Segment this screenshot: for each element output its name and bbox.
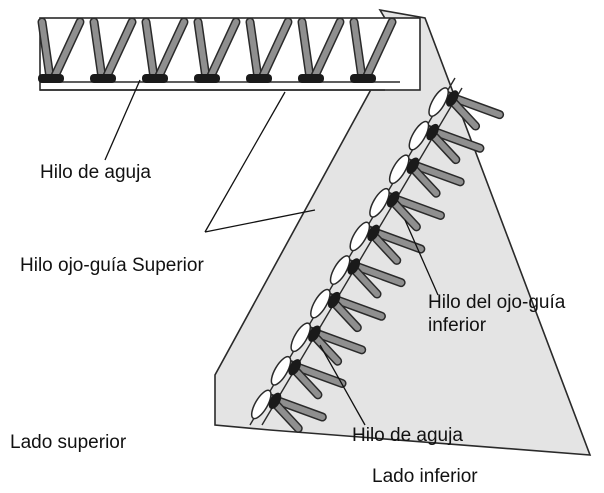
label-lower-looper-line2: inferior — [428, 314, 487, 336]
leader-upper-looper-1 — [204, 91, 286, 233]
loop-arm-right-fill — [103, 19, 135, 81]
loop-arm-left-fill — [299, 19, 313, 81]
fabric-lower-side — [214, 8, 592, 456]
needle-thread-segment — [298, 74, 324, 83]
lower-looper-loop — [290, 322, 312, 353]
lower-looper-loop — [349, 221, 371, 252]
needle-thread-segment — [194, 74, 220, 83]
leader-lines — [104, 79, 439, 426]
needle-thread-segment — [446, 90, 459, 107]
needle-thread-diagonal — [268, 90, 459, 410]
label-needle-thread-top: Hilo de aguja — [40, 162, 151, 183]
lower-looper-loop — [270, 355, 292, 386]
loop-arm-right-fill — [311, 19, 343, 81]
needle-thread-segment — [38, 74, 64, 83]
leader-needle-thread-top — [104, 79, 141, 161]
label-lower-side: Lado inferior — [372, 466, 478, 487]
label-upper-looper-thread: Hilo ojo-guía Superior — [20, 255, 204, 276]
loop-arm-left-fill — [39, 19, 53, 81]
upper-looper-loops-horizontal — [37, 17, 397, 83]
needle-thread-segment — [426, 123, 439, 141]
leader-needle-thread-bottom — [319, 344, 366, 426]
needle-thread-segment — [268, 392, 282, 410]
lower-looper-loops-diagonal — [250, 87, 449, 420]
needle-thread-segment — [350, 74, 376, 83]
needle-thread-segment — [288, 359, 301, 376]
label-lower-looper-line1: Hilo del ojo-guía — [428, 292, 566, 313]
lower-looper-loop — [310, 288, 331, 319]
needle-thread-segment — [347, 258, 361, 275]
label-upper-side: Lado superior — [10, 432, 127, 453]
needle-thread-segment — [327, 291, 341, 309]
lower-looper-loop — [388, 154, 410, 185]
lower-looper-loop — [428, 87, 449, 117]
loop-arm-left-fill — [247, 19, 261, 81]
leader-upper-looper-2 — [204, 209, 316, 233]
needle-thread-segment — [386, 191, 400, 208]
loop-arm-left-fill — [195, 19, 209, 81]
label-lower-looper-thread: Hilo del ojo-guía inferior — [428, 292, 603, 338]
needle-thread-segment — [90, 74, 116, 83]
loop-arm-right-fill — [155, 19, 187, 81]
needle-thread-segment — [406, 157, 420, 174]
loop-arm-right-fill — [259, 19, 291, 81]
loop-arm-left-fill — [91, 19, 105, 81]
needle-thread-segment — [367, 224, 380, 242]
loop-arm-left-fill — [351, 19, 365, 81]
needle-thread-segment — [142, 74, 168, 83]
loop-arm-right-fill — [363, 19, 395, 81]
needle-thread-segment — [308, 325, 321, 342]
needle-thread-horizontal — [38, 74, 376, 83]
label-needle-thread-bottom: Hilo de aguja — [352, 425, 463, 446]
lower-looper-loop — [369, 187, 390, 218]
leader-lower-looper — [404, 219, 439, 296]
loop-arm-right-fill — [207, 19, 239, 81]
loop-arm-left-fill — [143, 19, 157, 81]
loop-arm-right-fill — [51, 19, 83, 81]
lower-looper-loop — [408, 120, 430, 151]
lower-looper-loop — [329, 255, 351, 285]
needle-thread-segment — [246, 74, 272, 83]
lower-looper-loop — [250, 389, 272, 420]
